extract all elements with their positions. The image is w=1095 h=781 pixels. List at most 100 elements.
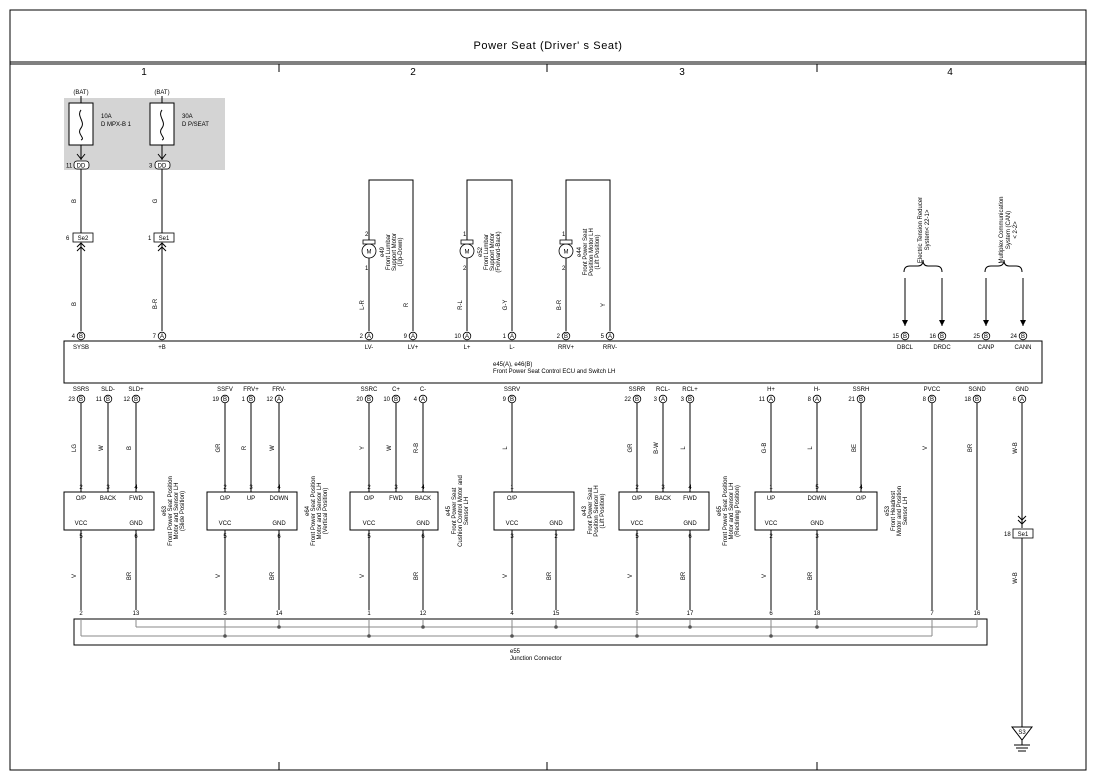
junction-connector-box <box>73 618 988 646</box>
ecu-terminal-label: PVCC <box>924 387 941 393</box>
svg-text:B: B <box>975 397 979 403</box>
svg-text:O/P: O/P <box>220 496 230 502</box>
ecu-terminal-label: SSRS <box>73 387 89 393</box>
svg-text:GND: GND <box>810 521 824 527</box>
svg-text:3: 3 <box>249 485 253 491</box>
ecu-pin-frv: A12 <box>266 394 284 403</box>
svg-text:FWD: FWD <box>129 496 143 502</box>
svg-text:A: A <box>661 397 665 403</box>
svg-text:A: A <box>465 334 469 340</box>
svg-text:1: 1 <box>562 232 566 238</box>
svg-text:B: B <box>72 302 78 306</box>
svg-text:3: 3 <box>654 397 658 403</box>
ecu-pin-ssfv: B19 <box>212 394 230 403</box>
junction-id: e55 <box>510 649 521 655</box>
ecu-pin-b: A7 <box>153 331 167 340</box>
svg-text:FWD: FWD <box>683 496 697 502</box>
top-connector-se1: G Se1 1 B-R <box>148 169 175 331</box>
column-number: 4 <box>947 67 953 78</box>
ecu-pin-rrv: A5 <box>601 331 615 340</box>
junction-name: Junction Connector <box>510 656 562 662</box>
svg-text:(BAT): (BAT) <box>73 90 88 96</box>
ecu-pin-lv: A9 <box>404 331 418 340</box>
sgnd-wire-color: BR <box>968 443 974 452</box>
ecu-terminal-label: L+ <box>464 345 471 351</box>
svg-text:O/P: O/P <box>364 496 374 502</box>
svg-text:B: B <box>940 334 944 340</box>
wire-color-label: Y <box>360 446 366 450</box>
svg-text:15: 15 <box>892 334 899 340</box>
ecu-pin-drdc: B16 <box>929 331 947 340</box>
svg-text:DOWN: DOWN <box>270 496 289 502</box>
svg-text:W-B: W-B <box>1013 572 1019 584</box>
ecu-terminal-label: CANP <box>978 345 995 351</box>
svg-text:10: 10 <box>454 334 461 340</box>
svg-text:G-Y: G-Y <box>503 300 509 311</box>
svg-text:G: G <box>153 198 159 203</box>
svg-text:4: 4 <box>277 485 281 491</box>
svg-text:2: 2 <box>635 485 639 491</box>
svg-text:W-B: W-B <box>1013 442 1019 454</box>
ecu-terminal-label: SSRV <box>504 387 520 393</box>
svg-text:GND: GND <box>416 521 430 527</box>
svg-text:e44Front Power SeatPosition Mo: e44Front Power SeatPosition Motor LH(Lif… <box>577 228 601 276</box>
svg-text:BACK: BACK <box>100 496 116 502</box>
svg-text:V: V <box>360 574 366 578</box>
svg-text:A: A <box>160 334 164 340</box>
junction-pin-number: 14 <box>276 611 283 617</box>
ecu-pin-sysb: B4 <box>72 331 86 340</box>
ecu-pin-canp: B25 <box>973 331 991 340</box>
ecu-pin-sld: B11 <box>96 394 113 403</box>
svg-text:(BAT): (BAT) <box>154 90 169 96</box>
svg-text:2: 2 <box>365 232 369 238</box>
junction-pin-number: 7 <box>930 611 934 617</box>
ecu-name: Front Power Seat Control ECU and Switch … <box>493 369 615 375</box>
svg-text:B: B <box>564 334 568 340</box>
fuse-d-pseat: (BAT) 30A D P/SEAT DD 3 <box>149 90 209 170</box>
svg-text:2: 2 <box>223 485 227 491</box>
wire-color-label: L <box>681 446 687 450</box>
svg-text:A: A <box>421 397 425 403</box>
ecu-pin-rcl: A3 <box>654 394 668 403</box>
ecu-terminal-label: H- <box>814 387 820 393</box>
wire-color-label: LG <box>72 444 78 452</box>
svg-text:8: 8 <box>808 397 812 403</box>
ecu-pin-l: A1 <box>503 331 517 340</box>
ecu-terminal-label: RRV- <box>603 345 617 351</box>
svg-text:D MPX-B 1: D MPX-B 1 <box>101 122 132 128</box>
svg-text:VCC: VCC <box>75 521 88 527</box>
svg-text:DD: DD <box>77 164 86 170</box>
svg-text:Se1: Se1 <box>159 236 170 242</box>
svg-text:25: 25 <box>973 334 980 340</box>
svg-text:B: B <box>1021 334 1025 340</box>
junction-pin-number: 2 <box>79 611 83 617</box>
svg-text:1: 1 <box>503 334 507 340</box>
ecu-pin-h: A11 <box>759 394 776 403</box>
svg-text:1: 1 <box>365 266 369 272</box>
ecu-terminal-label: SGND <box>968 387 986 393</box>
svg-text:BR: BR <box>270 571 276 580</box>
svg-text:2: 2 <box>360 334 364 340</box>
svg-text:5: 5 <box>815 485 819 491</box>
wire-color-label: L <box>808 446 814 450</box>
svg-text:V: V <box>628 574 634 578</box>
ecu-id: e45(A), e46(B) <box>493 362 532 368</box>
ecu-pin-lv: A2 <box>360 331 374 340</box>
svg-text:B-R: B-R <box>557 299 563 310</box>
svg-text:B: B <box>367 397 371 403</box>
svg-text:e45Front Power SeatCushion Con: e45Front Power SeatCushion Control Motor… <box>446 475 470 547</box>
svg-text:e64Front Power Seat PositionMo: e64Front Power Seat PositionMotor and Se… <box>305 476 329 546</box>
svg-text:A: A <box>367 334 371 340</box>
svg-text:3: 3 <box>394 485 398 491</box>
svg-text:3: 3 <box>149 164 153 170</box>
svg-text:R: R <box>404 302 410 307</box>
svg-text:6: 6 <box>66 236 70 242</box>
svg-text:GND: GND <box>272 521 286 527</box>
ecu-pin-sgnd: B18 <box>964 394 982 403</box>
